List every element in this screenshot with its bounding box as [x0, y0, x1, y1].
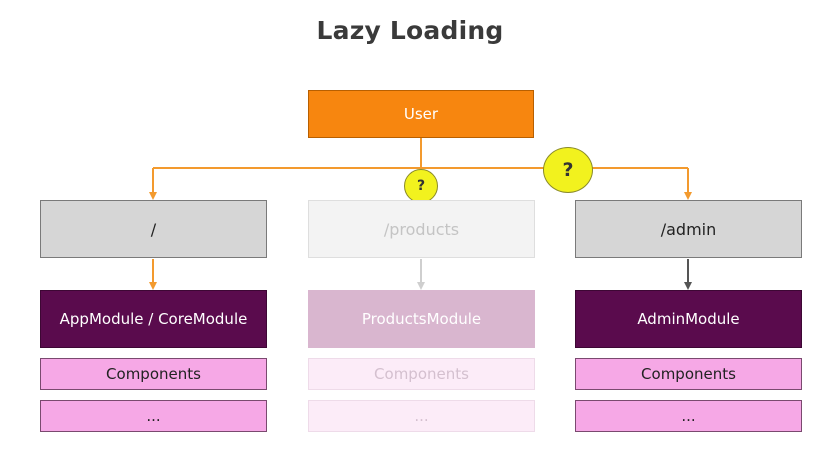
- user-node: User: [308, 90, 534, 138]
- route-admin: /admin: [575, 200, 802, 258]
- more-box: ...: [308, 400, 535, 432]
- components-box: Components: [575, 358, 802, 390]
- question-mark-icon: ?: [543, 147, 593, 193]
- components-box: Components: [40, 358, 267, 390]
- components-box: Components: [308, 358, 535, 390]
- question-mark-icon: ?: [404, 169, 438, 203]
- more-box: ...: [575, 400, 802, 432]
- more-box: ...: [40, 400, 267, 432]
- module-admin: AdminModule: [575, 290, 802, 348]
- route-root: /: [40, 200, 267, 258]
- module-products: ProductsModule: [308, 290, 535, 348]
- route-products: /products: [308, 200, 535, 258]
- module-app-core: AppModule / CoreModule: [40, 290, 267, 348]
- diagram-title: Lazy Loading: [316, 16, 504, 45]
